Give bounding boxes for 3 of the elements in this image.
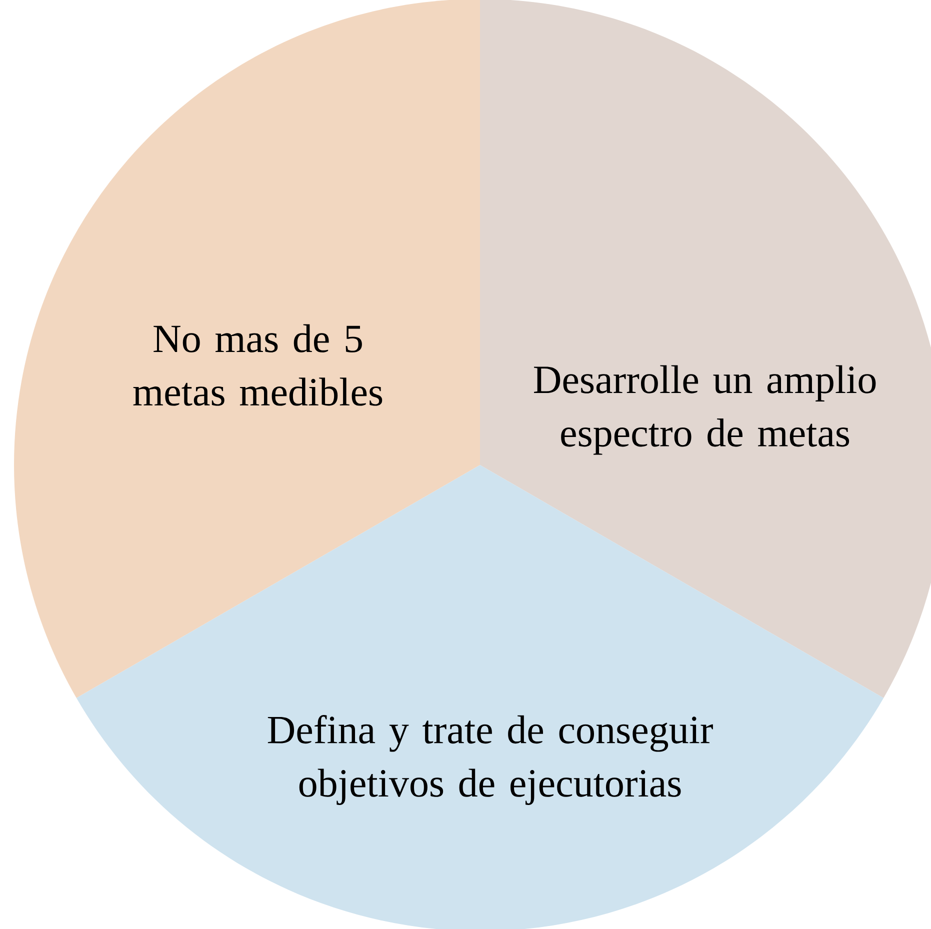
pie-sector: Desarrolle un amplio espectro de metas [480,0,931,698]
pie-sector: Defina y trate de conseguir objetivos de ejecutorias [76,465,884,929]
pie-sector: No mas de 5 metas medibles [14,0,480,698]
